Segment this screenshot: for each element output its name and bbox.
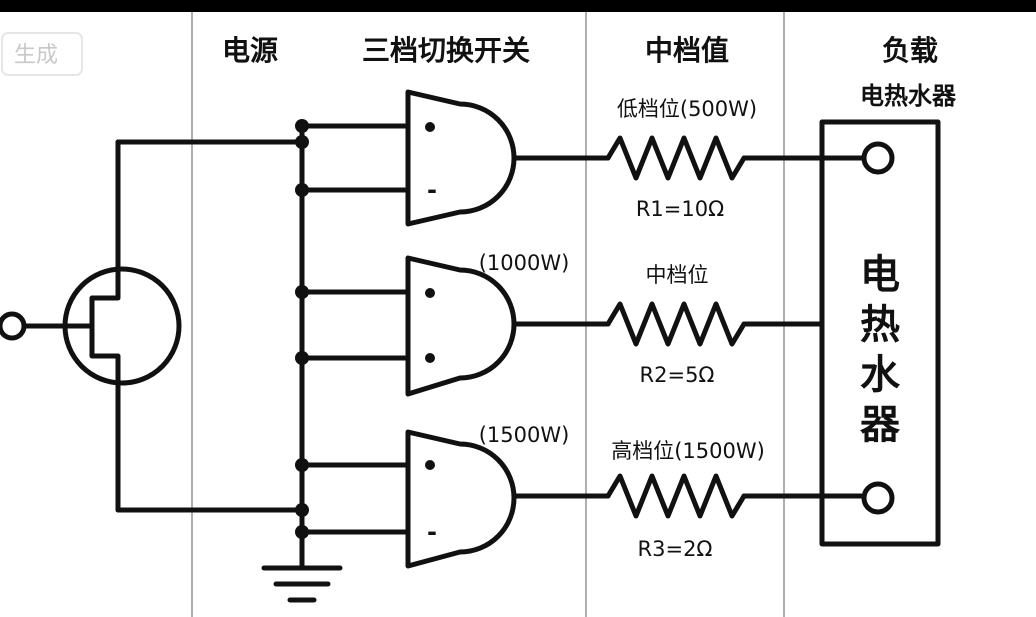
resistor-r2-icon <box>605 301 825 347</box>
column-header-load: 负载 <box>882 34 938 67</box>
heater-terminal-bottom-icon <box>861 481 895 515</box>
gate-1-bottom-mark: - <box>427 176 437 204</box>
input-terminal-icon <box>0 311 27 341</box>
switch-gate-3: - <box>405 429 611 569</box>
gate-3-bottom-mark: - <box>427 518 437 546</box>
resistor-r3-icon <box>605 473 867 519</box>
column-header-power: 电源 <box>222 34 278 67</box>
top-bar <box>0 0 1036 12</box>
load-char-1: 电 <box>860 252 900 298</box>
resistor-r2-value: R2=5Ω <box>640 363 715 387</box>
column-header-mid-value: 中档值 <box>645 34 729 67</box>
load-char-2: 热 <box>860 302 900 348</box>
resistor-r2-title: 中档位 <box>646 263 709 287</box>
gate-3-power-label: (1500W) <box>479 423 570 447</box>
watermark-box <box>1 32 83 76</box>
heater-terminal-top-icon <box>861 141 895 175</box>
resistor-r1-title: 低档位(500W) <box>617 97 757 121</box>
switch-gate-2 <box>405 255 611 397</box>
resistor-r3-value: R3=2Ω <box>638 537 713 561</box>
load-char-3: 水 <box>860 352 901 398</box>
power-source-icon <box>59 139 182 513</box>
gate-input-wires <box>299 123 411 535</box>
gate-pin-dot <box>425 288 435 298</box>
water-heater-box <box>819 119 941 547</box>
gate-pin-dot <box>425 353 435 363</box>
column-header-switch: 三档切换开关 <box>362 34 530 67</box>
gate-pin-dot <box>425 122 435 132</box>
switch-gate-1: - <box>405 89 611 227</box>
watermark-text: 生成 <box>14 43 58 68</box>
resistor-r1-value: R1=10Ω <box>636 197 724 221</box>
resistor-r3-title: 高档位(1500W) <box>611 439 765 463</box>
ground-icon <box>261 565 343 603</box>
load-char-4: 器 <box>860 402 901 448</box>
gate-pin-dot <box>425 460 435 470</box>
gate-2-power-label: (1000W) <box>479 251 570 275</box>
resistor-r1-icon <box>605 135 867 181</box>
load-title: 电热水器 <box>860 82 957 110</box>
